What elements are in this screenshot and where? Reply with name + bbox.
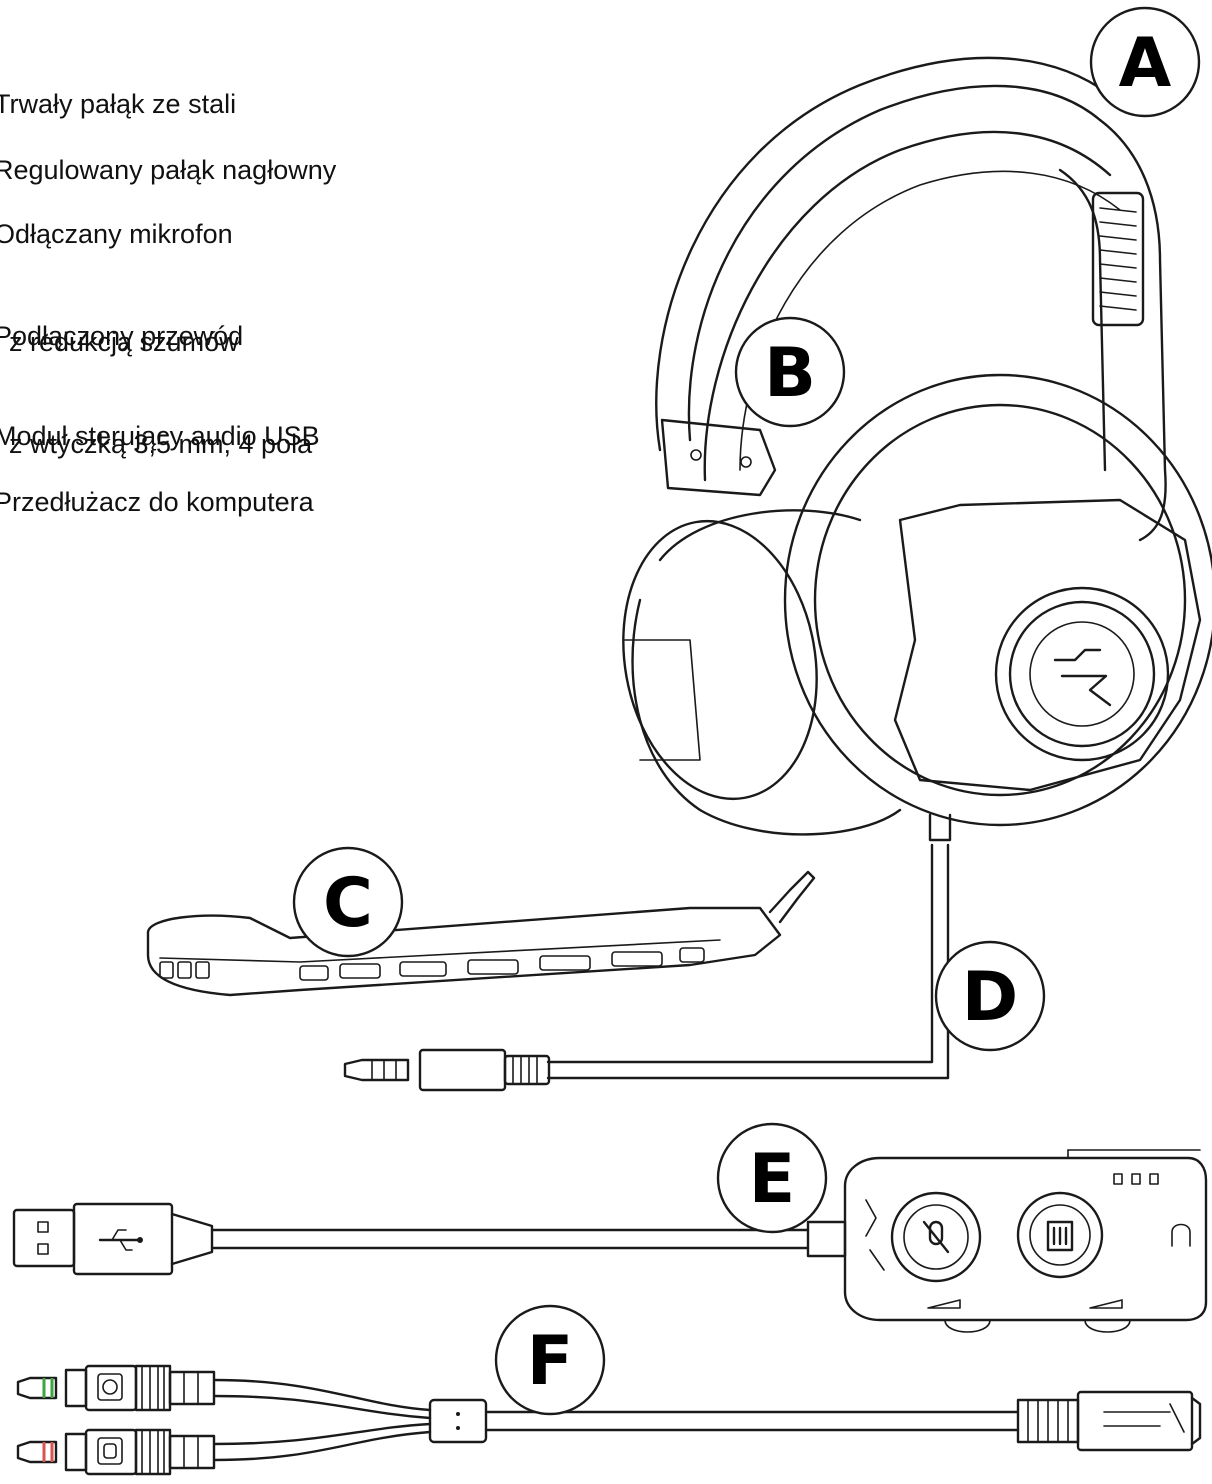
hyperx-logo-icon	[1053, 648, 1112, 707]
legend-line: z wtyczką 3,5 mm, 4 pola	[0, 429, 313, 459]
callout-e: E	[716, 1122, 828, 1234]
callout-e-label: E	[749, 1140, 795, 1219]
callout-f: F	[494, 1304, 606, 1416]
callout-a: A	[1089, 6, 1201, 118]
surround-icon	[1046, 1220, 1074, 1252]
attached-cable-illustration	[343, 843, 950, 1092]
hyperx-side-logo-icon	[865, 1199, 885, 1271]
legend-item-detachable-mic: Odłączany mikrofon z redukcją szumów	[0, 144, 239, 432]
mic-mute-icon	[922, 1220, 950, 1254]
legend-line: Moduł sterujący audio USB	[0, 421, 320, 451]
callout-c: C	[292, 846, 404, 958]
callout-d-label: D	[962, 958, 1018, 1037]
headset-illustration	[622, 56, 1212, 842]
detachable-mic-illustration	[146, 870, 816, 997]
callout-b-label: B	[764, 334, 816, 413]
legend-item-attached-cable: Podłączony przewód z wtyczką 3,5 mm, 4 p…	[0, 246, 312, 534]
legend-line: Podłączony przewód	[0, 321, 244, 351]
callout-d: D	[934, 940, 1046, 1052]
pc-extension-illustration	[16, 1364, 1202, 1476]
hyperx-wordmark-icon	[1103, 1403, 1185, 1433]
usb-icon	[98, 1229, 143, 1251]
slider-grill	[1091, 191, 1145, 327]
headphone-icon	[1171, 1223, 1191, 1247]
legend-line: Odłączany mikrofon	[0, 219, 233, 249]
legend-line: z redukcją szumów	[0, 327, 239, 357]
usb-audio-control-illustration	[12, 1149, 1208, 1333]
legend-item-pc-extension: Przedłużacz do komputera	[0, 412, 314, 592]
legend-line: Regulowany pałąk nagłowny	[0, 155, 337, 185]
legend-line: Przedłużacz do komputera	[0, 487, 314, 517]
callout-a-label: A	[1119, 24, 1172, 103]
earcup-logo-disc	[994, 586, 1170, 762]
legend-line: Trwały pałąk ze stali	[0, 89, 237, 119]
surround-button	[1016, 1191, 1104, 1279]
mic-mute-button	[890, 1191, 982, 1283]
legend-item-steel-headband: Trwały pałąk ze stali	[0, 14, 236, 194]
legend-item-usb-audio-control: Moduł sterujący audio USB	[0, 346, 320, 526]
callout-c-label: C	[323, 864, 373, 943]
splitter-hub	[428, 1398, 488, 1444]
callout-f-label: F	[527, 1322, 573, 1401]
callout-b: B	[734, 316, 846, 428]
legend-item-adjustable-headband: Regulowany pałąk nagłowny	[0, 80, 336, 260]
